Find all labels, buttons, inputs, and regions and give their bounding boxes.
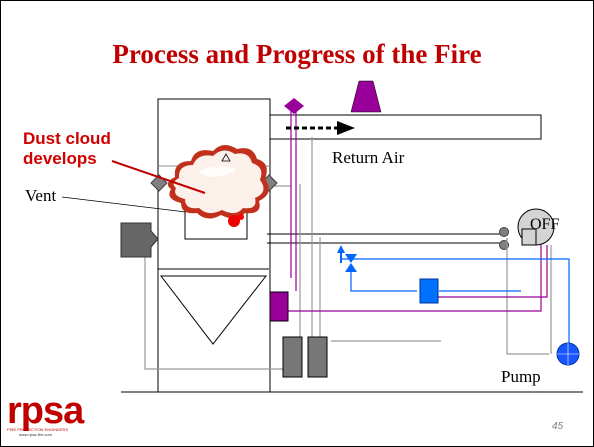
return-air-duct: [268, 114, 542, 140]
collector-housing: [157, 98, 271, 393]
slide-title: Process and Progress of the Fire: [112, 39, 482, 69]
control-panel-left: [282, 336, 303, 378]
purple-detector: [269, 291, 289, 322]
logo-wordmark: rpsa: [7, 390, 84, 432]
callout-line-2: develops: [23, 149, 97, 168]
vent-pointer: [61, 196, 187, 213]
logo-url: www.rpsa-fire.com: [19, 432, 52, 437]
hopper: [159, 275, 268, 345]
control-panel-right: [307, 336, 328, 378]
vent-label: Vent: [25, 186, 57, 205]
spark: [228, 215, 240, 227]
pump-label: Pump: [501, 367, 541, 386]
callout-line-1: Dust cloud: [23, 129, 111, 148]
dust-cloud: [167, 144, 269, 219]
dust-cloud-callout: Dust cloud develops: [23, 129, 111, 169]
valve: [345, 254, 357, 272]
damper-upper: [499, 227, 509, 237]
controller-box: [419, 278, 439, 304]
fan-status-label: OFF: [530, 216, 560, 233]
callout-pointer: [111, 160, 206, 194]
inlet-connector: [120, 222, 159, 258]
diamond-sensor: [284, 98, 304, 114]
damper-lower: [499, 240, 509, 250]
return-air-label: Return Air: [332, 148, 405, 167]
page-number: 45: [552, 421, 564, 432]
spark-detector: [350, 80, 382, 113]
logo-tagline: FIRE PROTECTION ENGINEERS: [7, 427, 69, 432]
rpsa-logo: rpsa FIRE PROTECTION ENGINEERS www.rpsa-…: [7, 390, 84, 437]
flow-arrow-up: [337, 245, 345, 263]
